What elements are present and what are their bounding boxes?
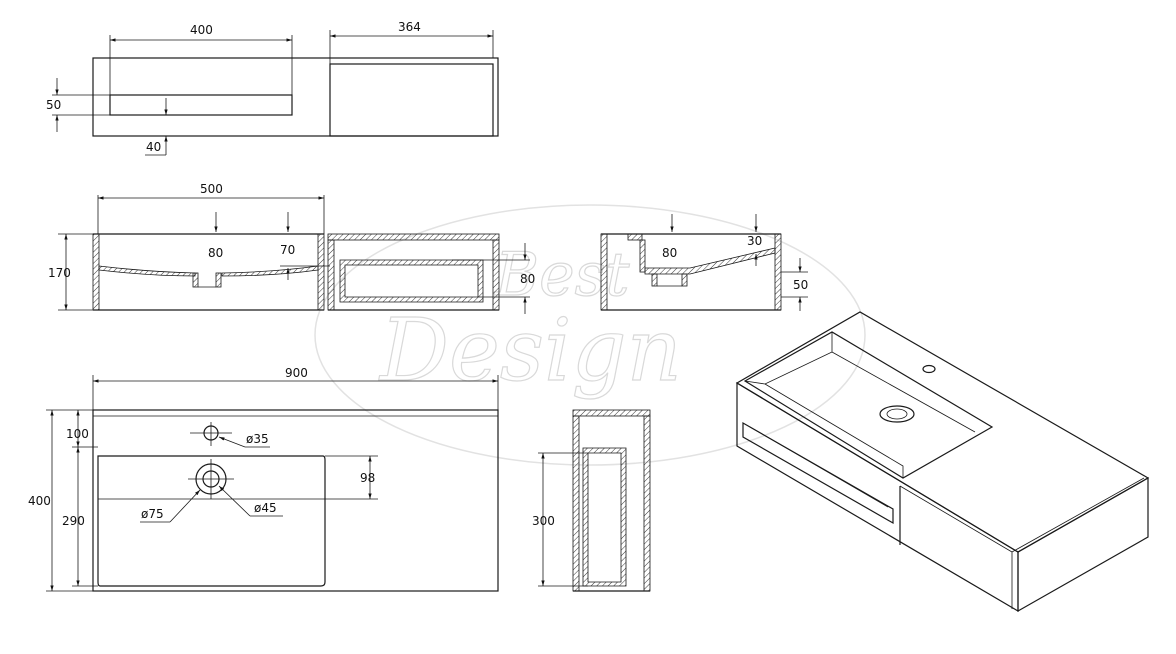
iso-top-face: [735, 311, 1150, 553]
dim-shelf-height: 300: [532, 514, 555, 528]
watermark-text-line1: Best: [494, 240, 630, 310]
dim-front-depth-b: 70: [280, 243, 295, 257]
top-view: 400 364 50 40: [46, 20, 499, 156]
dim-top-width-left: 400: [190, 23, 213, 37]
dim-drain-offset: 98: [360, 471, 375, 485]
dim-front-depth-a: 80: [208, 246, 223, 260]
front-section: 500 80 70 170 80: [48, 182, 535, 314]
watermark: Best Design: [314, 204, 866, 466]
iso-basin-rim: [743, 331, 994, 479]
dim-plan-total-depth: 400: [28, 494, 51, 508]
dim-front-shelf: 80: [520, 272, 535, 286]
top-view-shelf-opening: [329, 63, 494, 137]
dim-top-offset: 40: [146, 140, 161, 154]
plan-outline: [92, 409, 499, 592]
plan-basin: [97, 455, 326, 587]
dim-top-height: 50: [46, 98, 61, 112]
dim-drain-inner-diameter: ø45: [254, 501, 277, 515]
dim-front-width: 500: [200, 182, 223, 196]
shelf-section: 300: [532, 409, 651, 592]
top-view-outline: [92, 57, 499, 137]
dim-plan-width: 900: [285, 366, 308, 380]
isometric-view: [735, 311, 1150, 613]
top-view-slot: [109, 94, 293, 116]
iso-drain: [879, 405, 915, 423]
dim-plan-top-margin: 100: [66, 427, 89, 441]
side-section: 80 30 50: [600, 214, 808, 311]
watermark-text-line2: Design: [378, 301, 682, 401]
dim-drain-outer-diameter: ø75: [141, 507, 164, 521]
dim-side-height: 50: [793, 278, 808, 292]
dim-side-top: 30: [747, 234, 762, 248]
dim-plan-basin-depth: 290: [62, 514, 85, 528]
dim-front-height: 170: [48, 266, 71, 280]
iso-shelf-opening: [742, 421, 894, 525]
dim-tap-diameter: ø35: [246, 432, 269, 446]
iso-side-face: [1017, 476, 1149, 613]
plan-view: 900 ø35 ø75 ø45 98 400 100 290: [28, 366, 499, 592]
iso-tap-hole: [922, 364, 936, 374]
dim-top-width-right: 364: [398, 20, 421, 34]
dim-side-depth: 80: [662, 246, 677, 260]
